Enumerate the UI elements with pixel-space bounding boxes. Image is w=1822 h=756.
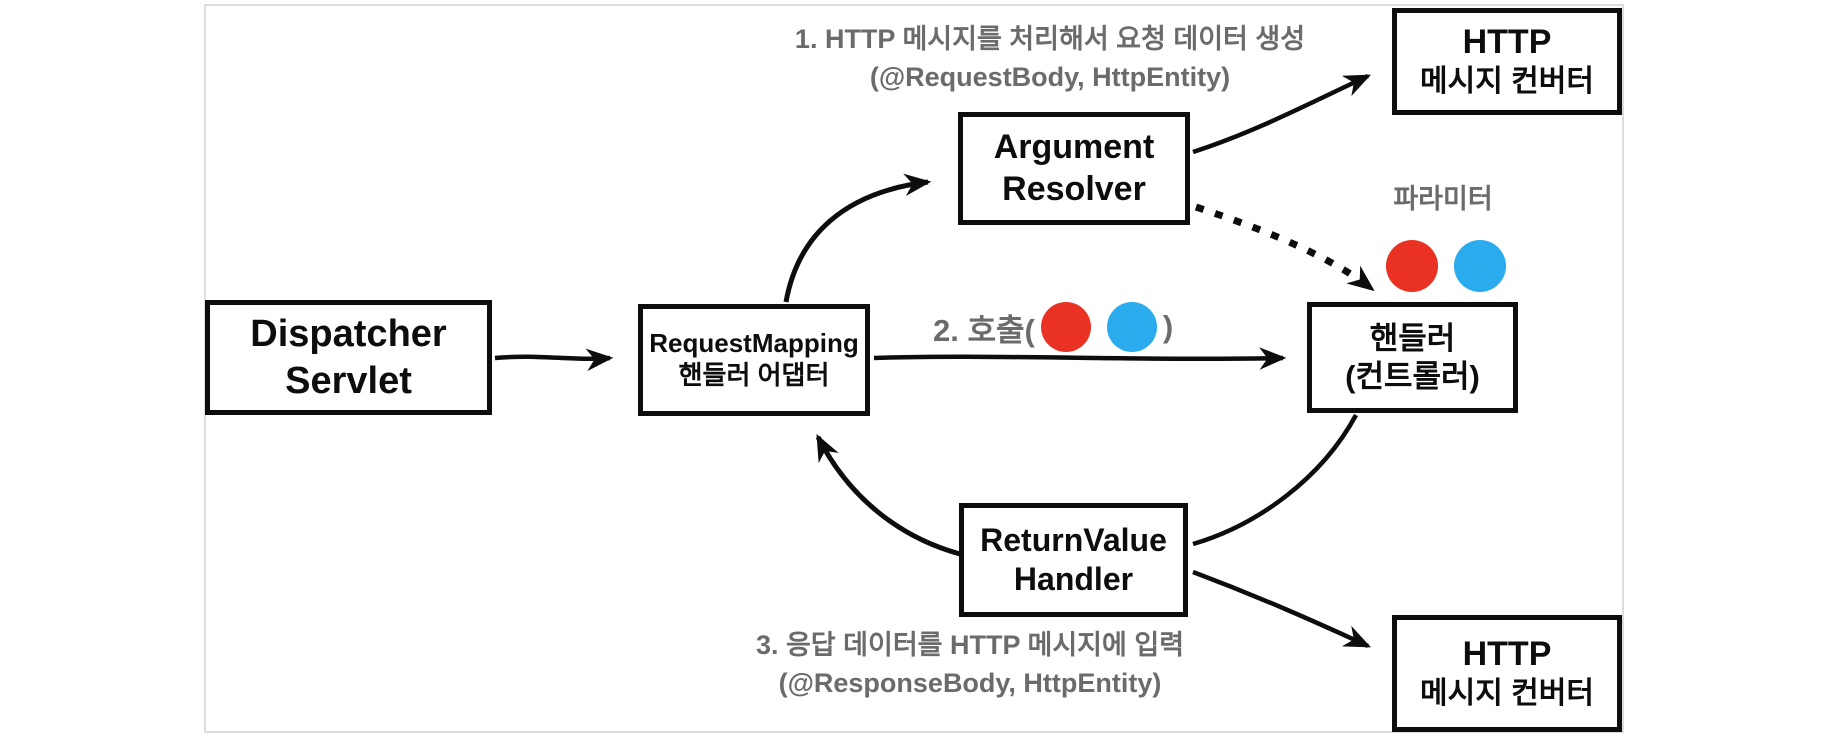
node-label: HTTP [1462, 23, 1552, 62]
annotation-step2-suffix: ) [1162, 309, 1174, 344]
connector-handler-to-returnvalue [1192, 413, 1358, 547]
node-return-value-handler: ReturnValue Handler [959, 503, 1188, 617]
annotation-step2-prefix: 2. 호출( [933, 312, 1035, 348]
annotation-step1-line1: 1. HTTP 메시지를 처리해서 요청 데이터 생성 [794, 24, 1306, 54]
node-dispatcher-servlet: Dispatcher Servlet [205, 300, 492, 415]
arrow-adapter-to-handler [873, 347, 1287, 370]
annotation-step3-line1: 3. 응답 데이터를 HTTP 메시지에 입력 [755, 630, 1185, 660]
node-label: 메시지 컨버터 [1420, 64, 1594, 98]
arrow-returnvalue-to-adapter [815, 433, 961, 557]
node-http-message-converter-top: HTTP 메시지 컨버터 [1392, 8, 1622, 115]
arrow-adapter-to-argument-resolver [783, 173, 932, 303]
annotation-step3: 3. 응답 데이터를 HTTP 메시지에 입력 (@ResponseBody, … [640, 626, 1300, 702]
annotation-step3-line2: (@ResponseBody, HttpEntity) [778, 668, 1162, 698]
node-handler-controller: 핸들러 (컨트롤러) [1307, 302, 1518, 413]
node-http-message-converter-bottom: HTTP 메시지 컨버터 [1392, 615, 1622, 732]
node-handler-adapter: RequestMapping 핸들러 어댑터 [638, 304, 870, 416]
arrow-argument-resolver-to-http-converter [1192, 73, 1372, 155]
parameter-red-dot-icon [1386, 240, 1438, 292]
annotation-step1-line2: (@RequestBody, HttpEntity) [869, 62, 1231, 92]
node-label: (컨트롤러) [1345, 358, 1480, 394]
node-label: Argument [993, 128, 1155, 167]
node-label: HTTP [1462, 635, 1552, 674]
node-label: 메시지 컨버터 [1420, 676, 1594, 710]
node-label: RequestMapping [649, 328, 859, 359]
node-label: Resolver [1002, 169, 1146, 208]
parameter-blue-dot-icon [1454, 240, 1506, 292]
parameter-label-text: 파라미터 [1393, 184, 1493, 214]
node-label: 핸들러 어댑터 [678, 360, 830, 390]
node-label: 핸들러 [1369, 320, 1456, 356]
arrow-returnvalue-to-http-converter [1192, 569, 1372, 649]
parameter-dots [1386, 240, 1506, 292]
parameter-blue-dot-icon [1106, 302, 1157, 352]
node-argument-resolver: Argument Resolver [958, 112, 1190, 225]
annotation-step2-call: 2. 호출( ) [933, 301, 1173, 353]
node-label: ReturnValue [980, 521, 1167, 558]
node-label: Servlet [285, 359, 412, 402]
arrow-argument-resolver-to-handler-dotted [1194, 203, 1375, 292]
arrow-dispatcher-to-adapter [494, 348, 614, 372]
node-label: Dispatcher [250, 313, 447, 356]
annotation-step1: 1. HTTP 메시지를 처리해서 요청 데이터 생성 (@RequestBod… [700, 20, 1400, 96]
node-label: Handler [1013, 561, 1134, 597]
parameter-red-dot-icon [1040, 302, 1091, 352]
parameter-label: 파라미터 [1343, 184, 1543, 214]
